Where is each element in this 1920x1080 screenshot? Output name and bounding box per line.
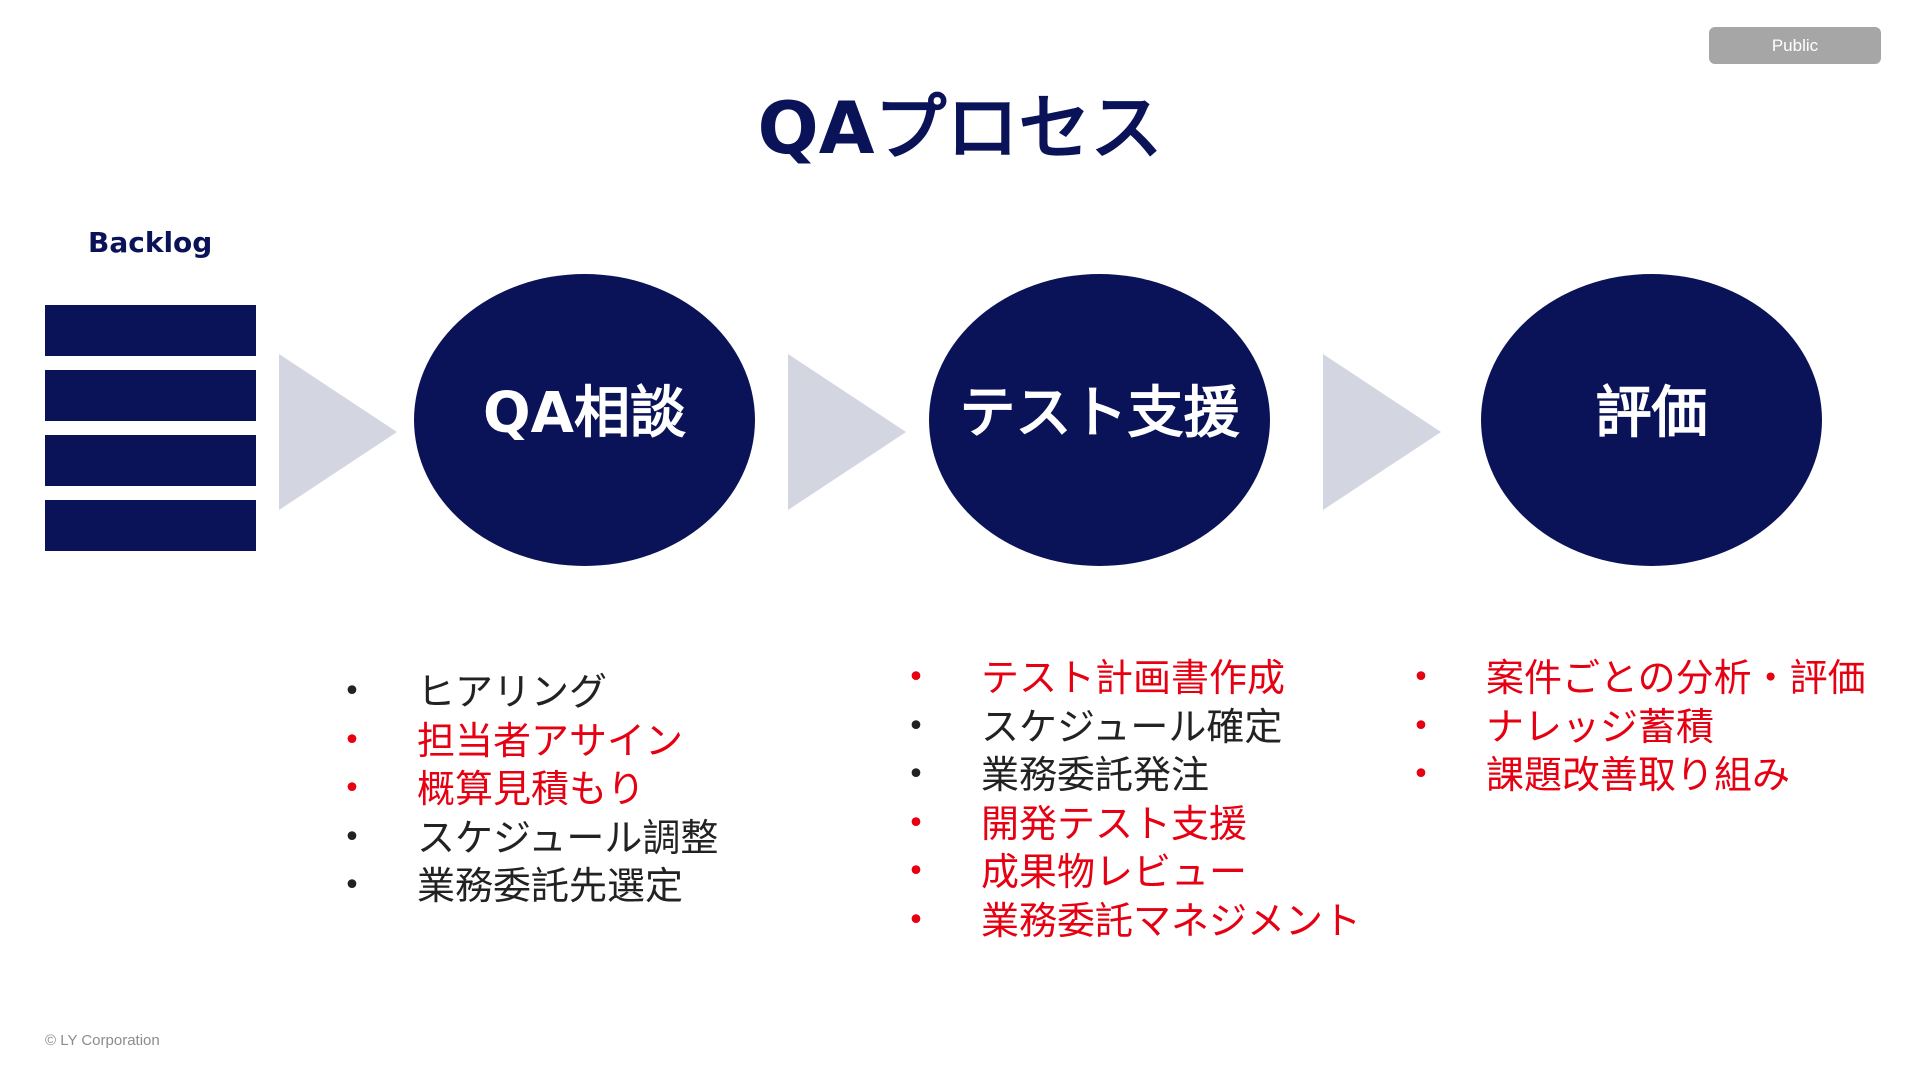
stage-circle-test-support: テスト支援	[929, 274, 1270, 566]
qa-consult-task-list: • ヒアリング • 担当者アサイン • 概算見積もり • スケジュール調整 • 業務委託先…	[342, 668, 718, 911]
backlog-bar	[45, 305, 256, 356]
list-item: • スケジュール確定	[906, 703, 1361, 752]
list-item: • 担当者アサイン	[342, 717, 718, 766]
list-item-text: ヒアリング	[417, 670, 608, 714]
list-item: • 業務委託発注	[906, 751, 1361, 800]
page-title: QAプロセス	[757, 86, 1163, 170]
list-item-text: ナレッジ蓄積	[1486, 704, 1715, 749]
test-support-task-list: • テスト計画書作成 • スケジュール確定 • 業務委託発注 • 開発テスト支援 • 成果…	[906, 654, 1361, 945]
flow-arrow-2	[788, 354, 906, 510]
bullet-dot-icon: •	[907, 757, 925, 792]
list-item-text: スケジュール確定	[981, 704, 1283, 749]
evaluation-task-list: • 案件ごとの分析・評価 • ナレッジ蓄積 • 課題改善取り組み	[1411, 654, 1866, 800]
bullet-dot-icon: •	[907, 805, 925, 841]
list-item: • ヒアリング	[342, 668, 718, 717]
bullet-dot-icon: •	[907, 708, 925, 744]
list-item: • 課題改善取り組み	[1411, 751, 1866, 800]
bullet-dot-icon: •	[1412, 708, 1430, 744]
bullet-dot-icon: •	[343, 722, 361, 758]
stage-circle-qa-consult: QA相談	[414, 274, 755, 566]
bullet-dot-icon: •	[343, 674, 361, 709]
list-item-text: 開発テスト支援	[981, 801, 1248, 846]
flow-arrow-1	[279, 354, 397, 510]
bullet-dot-icon: •	[907, 854, 925, 889]
list-item: • 案件ごとの分析・評価	[1411, 654, 1866, 703]
list-item-text: 担当者アサイン	[417, 718, 684, 763]
list-item-text: 概算見積もり	[417, 767, 646, 811]
list-item-text: 成果物レビュー	[981, 850, 1248, 894]
backlog-bar	[45, 435, 256, 486]
bullet-dot-icon: •	[1412, 757, 1430, 792]
list-item-text: 課題改善取り組み	[1486, 753, 1791, 797]
list-item: • スケジュール調整	[342, 814, 718, 863]
bullet-dot-icon: •	[343, 868, 361, 903]
bullet-dot-icon: •	[343, 819, 361, 855]
list-item-text: スケジュール調整	[417, 815, 719, 860]
list-item-text: 業務委託マネジメント	[981, 898, 1362, 943]
visibility-badge: Public	[1709, 27, 1881, 64]
list-item-text: 業務委託発注	[981, 753, 1210, 797]
stage-label: 評価	[1595, 381, 1708, 446]
bullet-dot-icon: •	[907, 902, 925, 938]
backlog-bar	[45, 500, 256, 551]
flow-arrow-3	[1323, 354, 1441, 510]
bullet-dot-icon: •	[907, 660, 925, 695]
list-item-text: 業務委託先選定	[417, 864, 684, 908]
list-item-text: テスト計画書作成	[981, 656, 1286, 700]
stage-circle-evaluation: 評価	[1481, 274, 1822, 566]
list-item: • 成果物レビュー	[906, 848, 1361, 897]
list-item: • テスト計画書作成	[906, 654, 1361, 703]
backlog-label: Backlog	[88, 226, 213, 259]
list-item-text: 案件ごとの分析・評価	[1486, 656, 1866, 700]
backlog-stack-icon	[45, 305, 256, 551]
stage-label: QA相談	[483, 381, 686, 446]
list-item: • 概算見積もり	[342, 765, 718, 814]
stage-label: テスト支援	[959, 381, 1240, 446]
bullet-dot-icon: •	[1412, 660, 1430, 695]
list-item: • ナレッジ蓄積	[1411, 703, 1866, 752]
bullet-dot-icon: •	[343, 771, 361, 806]
list-item: • 業務委託マネジメント	[906, 897, 1361, 946]
backlog-bar	[45, 370, 256, 421]
copyright-footer: © LY Corporation	[45, 1032, 160, 1049]
list-item: • 開発テスト支援	[906, 800, 1361, 849]
list-item: • 業務委託先選定	[342, 862, 718, 911]
